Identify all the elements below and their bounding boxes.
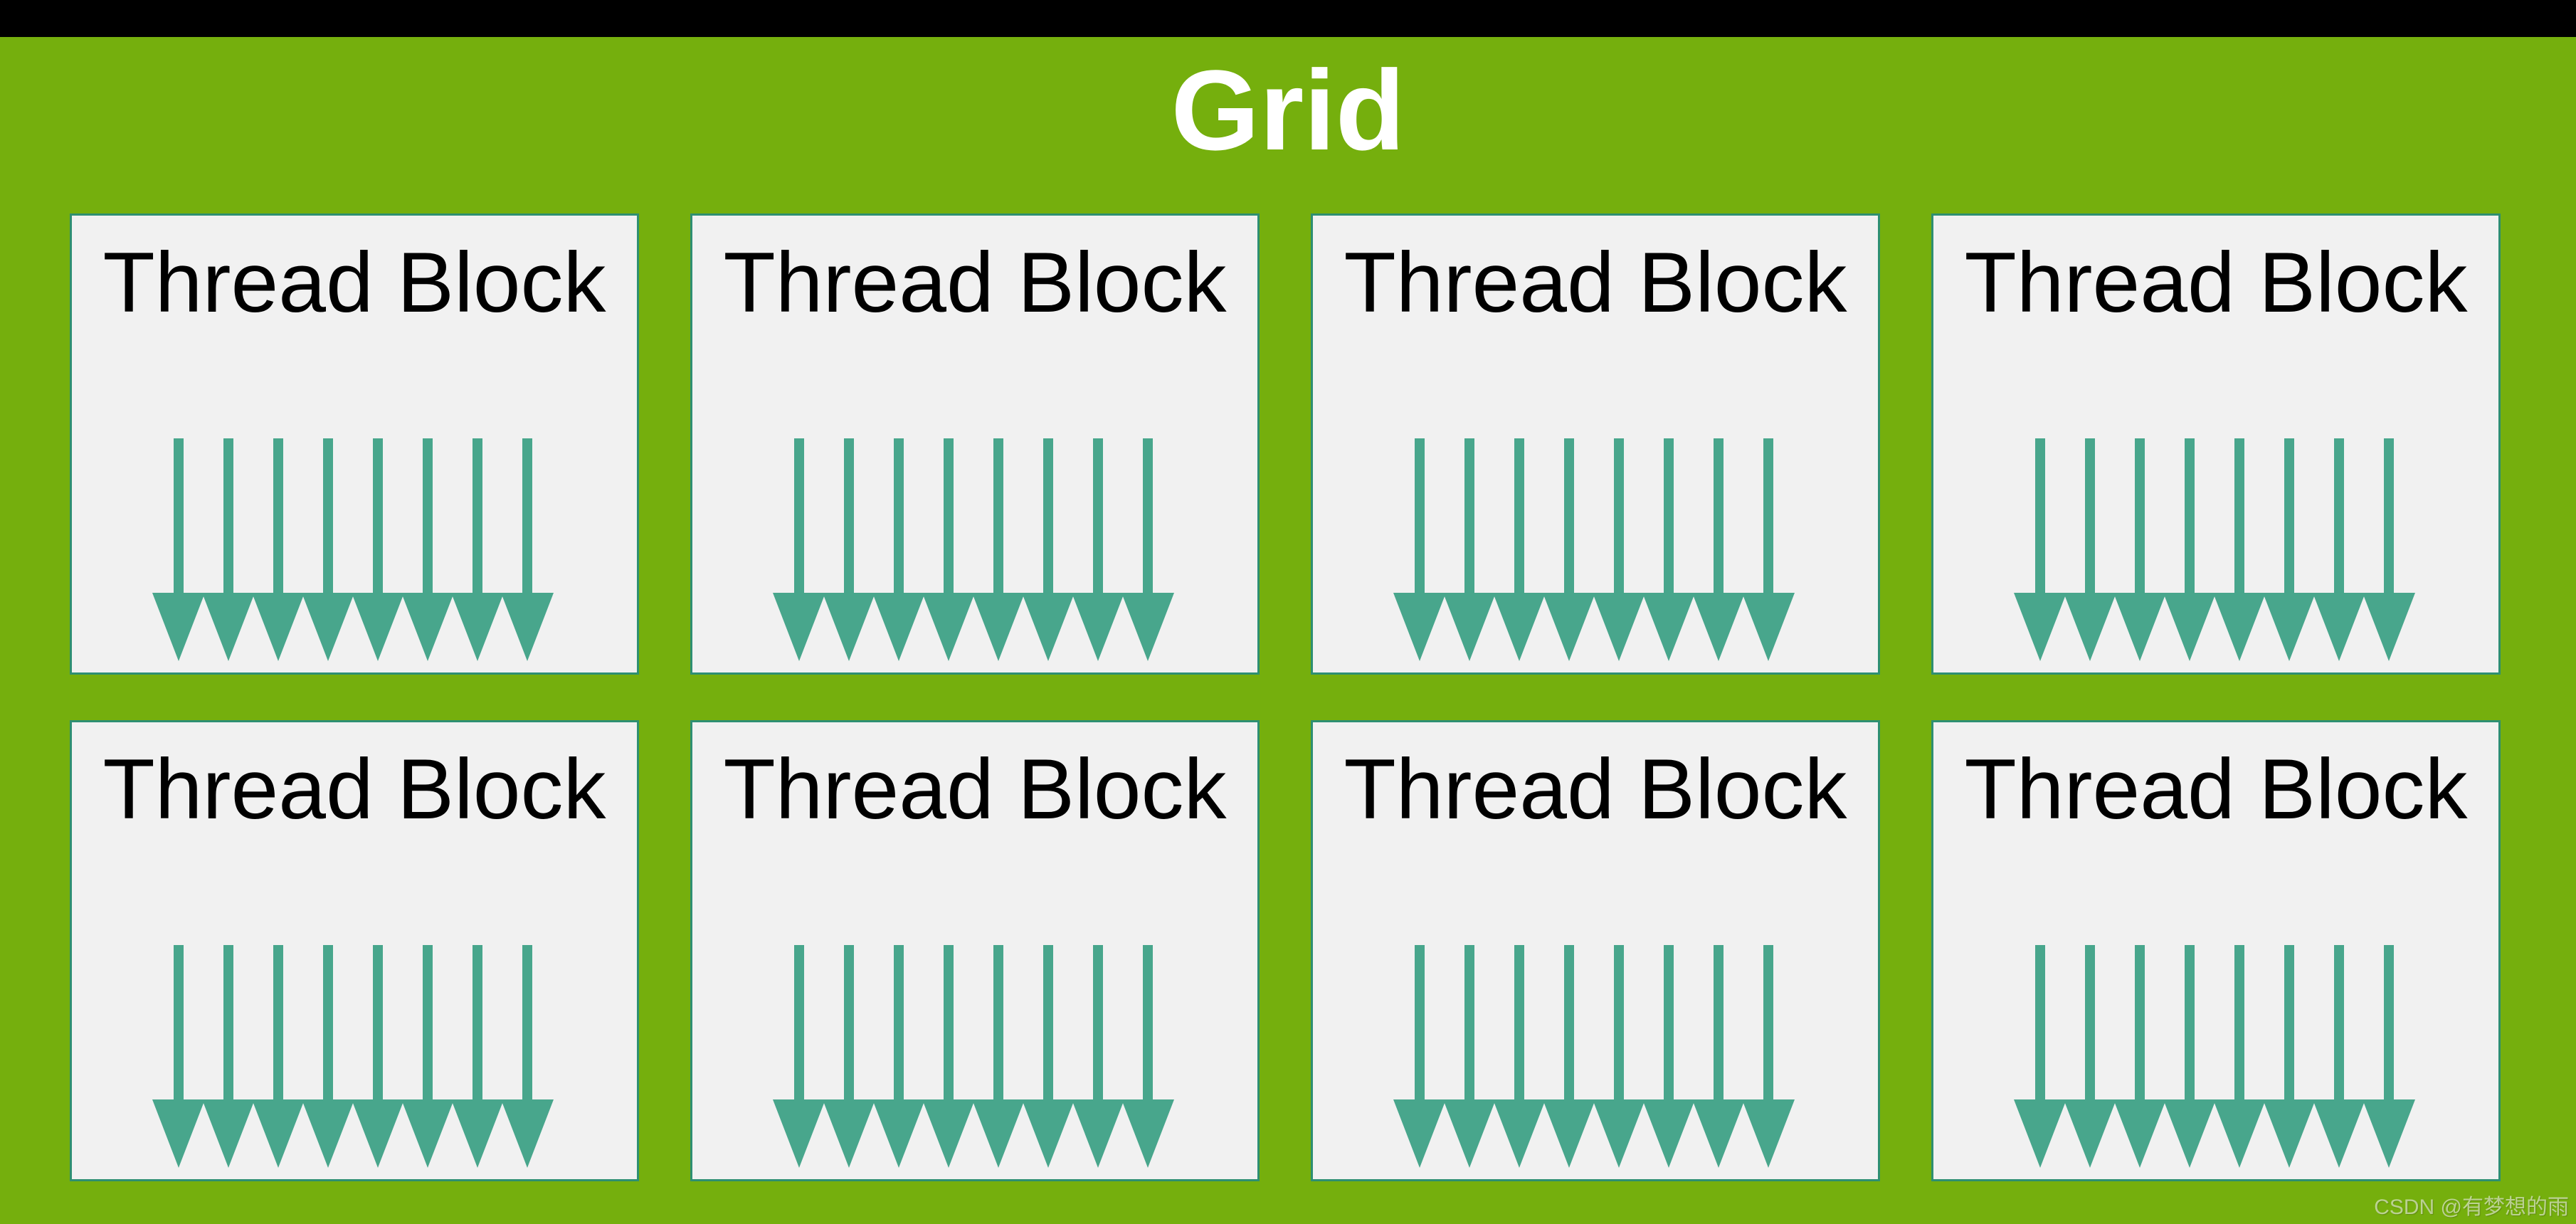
thread-block-card: Thread Block [70, 213, 639, 675]
thread-arrow-icon [1593, 945, 1645, 1168]
thread-arrow-icon [1022, 438, 1075, 661]
thread-arrow-icon [302, 945, 354, 1168]
thread-arrows-icon [152, 945, 554, 1168]
thread-arrow-icon [972, 438, 1025, 661]
thread-arrow-icon [2014, 945, 2066, 1168]
thread-arrow-icon [1543, 945, 1595, 1168]
thread-arrow-icon [2064, 438, 2116, 661]
watermark-text: CSDN @有梦想的雨 [2374, 1196, 2569, 1219]
thread-arrow-icon [1742, 438, 1795, 661]
thread-block-row-1: Thread Block Thread Block Thread Block T… [70, 213, 2501, 675]
thread-arrow-icon [152, 438, 205, 661]
thread-arrow-icon [1692, 438, 1745, 661]
thread-arrow-icon [872, 945, 925, 1168]
thread-arrow-icon [2163, 438, 2216, 661]
thread-arrow-icon [401, 945, 454, 1168]
thread-arrow-icon [152, 945, 205, 1168]
thread-arrow-icon [823, 438, 875, 661]
thread-block-card: Thread Block [1311, 720, 1880, 1181]
thread-arrows-icon [152, 438, 554, 661]
thread-arrow-icon [1022, 945, 1075, 1168]
thread-arrow-icon [352, 438, 404, 661]
thread-arrows-icon [1393, 945, 1795, 1168]
thread-arrow-icon [823, 945, 875, 1168]
thread-arrow-icon [2113, 945, 2166, 1168]
thread-arrow-icon [1393, 945, 1446, 1168]
thread-arrow-icon [352, 945, 404, 1168]
thread-arrow-icon [302, 438, 354, 661]
thread-block-card: Thread Block [70, 720, 639, 1181]
thread-arrow-icon [2014, 438, 2066, 661]
letterbox-bar [0, 0, 2576, 37]
grid-title: Grid [1171, 46, 1405, 174]
thread-arrow-icon [1393, 438, 1446, 661]
thread-arrow-icon [1121, 438, 1174, 661]
thread-arrow-icon [2064, 945, 2116, 1168]
thread-arrow-icon [252, 945, 305, 1168]
thread-arrow-icon [401, 438, 454, 661]
thread-arrow-icon [1642, 945, 1695, 1168]
thread-block-label: Thread Block [102, 742, 606, 837]
thread-arrows-icon [773, 438, 1174, 661]
thread-arrow-icon [2113, 438, 2166, 661]
thread-arrow-icon [1593, 438, 1645, 661]
thread-block-label: Thread Block [723, 235, 1227, 330]
thread-block-card: Thread Block [690, 720, 1260, 1181]
thread-block-label: Thread Block [102, 235, 606, 330]
thread-arrow-icon [1493, 945, 1546, 1168]
thread-arrows-icon [1393, 438, 1795, 661]
thread-arrow-icon [451, 945, 504, 1168]
thread-arrow-icon [1072, 438, 1124, 661]
thread-arrow-icon [773, 945, 825, 1168]
thread-block-card: Thread Block [1931, 720, 2501, 1181]
thread-arrow-icon [972, 945, 1025, 1168]
thread-arrow-icon [1642, 438, 1695, 661]
thread-arrow-icon [1121, 945, 1174, 1168]
thread-arrow-icon [1742, 945, 1795, 1168]
thread-arrow-icon [202, 945, 255, 1168]
thread-arrow-icon [501, 438, 554, 661]
thread-arrow-icon [202, 438, 255, 661]
thread-arrow-icon [2213, 438, 2266, 661]
thread-arrow-icon [2363, 438, 2415, 661]
thread-block-label: Thread Block [1964, 742, 2468, 837]
thread-arrow-icon [2313, 438, 2365, 661]
thread-arrow-icon [1543, 438, 1595, 661]
thread-arrow-icon [872, 438, 925, 661]
thread-arrow-icon [1072, 945, 1124, 1168]
thread-arrow-icon [1493, 438, 1546, 661]
thread-block-card: Thread Block [1931, 213, 2501, 675]
thread-arrow-icon [1443, 438, 1496, 661]
thread-arrow-icon [2213, 945, 2266, 1168]
thread-block-row-2: Thread Block Thread Block Thread Block T… [70, 720, 2501, 1181]
thread-arrow-icon [2263, 945, 2316, 1168]
thread-arrow-icon [252, 438, 305, 661]
thread-block-label: Thread Block [1344, 742, 1847, 837]
thread-arrow-icon [2163, 945, 2216, 1168]
thread-arrow-icon [922, 945, 975, 1168]
thread-arrow-icon [1692, 945, 1745, 1168]
thread-block-label: Thread Block [1344, 235, 1847, 330]
thread-block-card: Thread Block [690, 213, 1260, 675]
thread-arrow-icon [773, 438, 825, 661]
thread-arrow-icon [1443, 945, 1496, 1168]
thread-arrows-icon [2014, 945, 2415, 1168]
thread-block-label: Thread Block [723, 742, 1227, 837]
thread-arrows-icon [2014, 438, 2415, 661]
thread-arrow-icon [2363, 945, 2415, 1168]
thread-block-card: Thread Block [1311, 213, 1880, 675]
thread-arrow-icon [2313, 945, 2365, 1168]
thread-arrow-icon [922, 438, 975, 661]
thread-arrow-icon [501, 945, 554, 1168]
thread-arrow-icon [451, 438, 504, 661]
thread-block-label: Thread Block [1964, 235, 2468, 330]
thread-arrows-icon [773, 945, 1174, 1168]
thread-arrow-icon [2263, 438, 2316, 661]
